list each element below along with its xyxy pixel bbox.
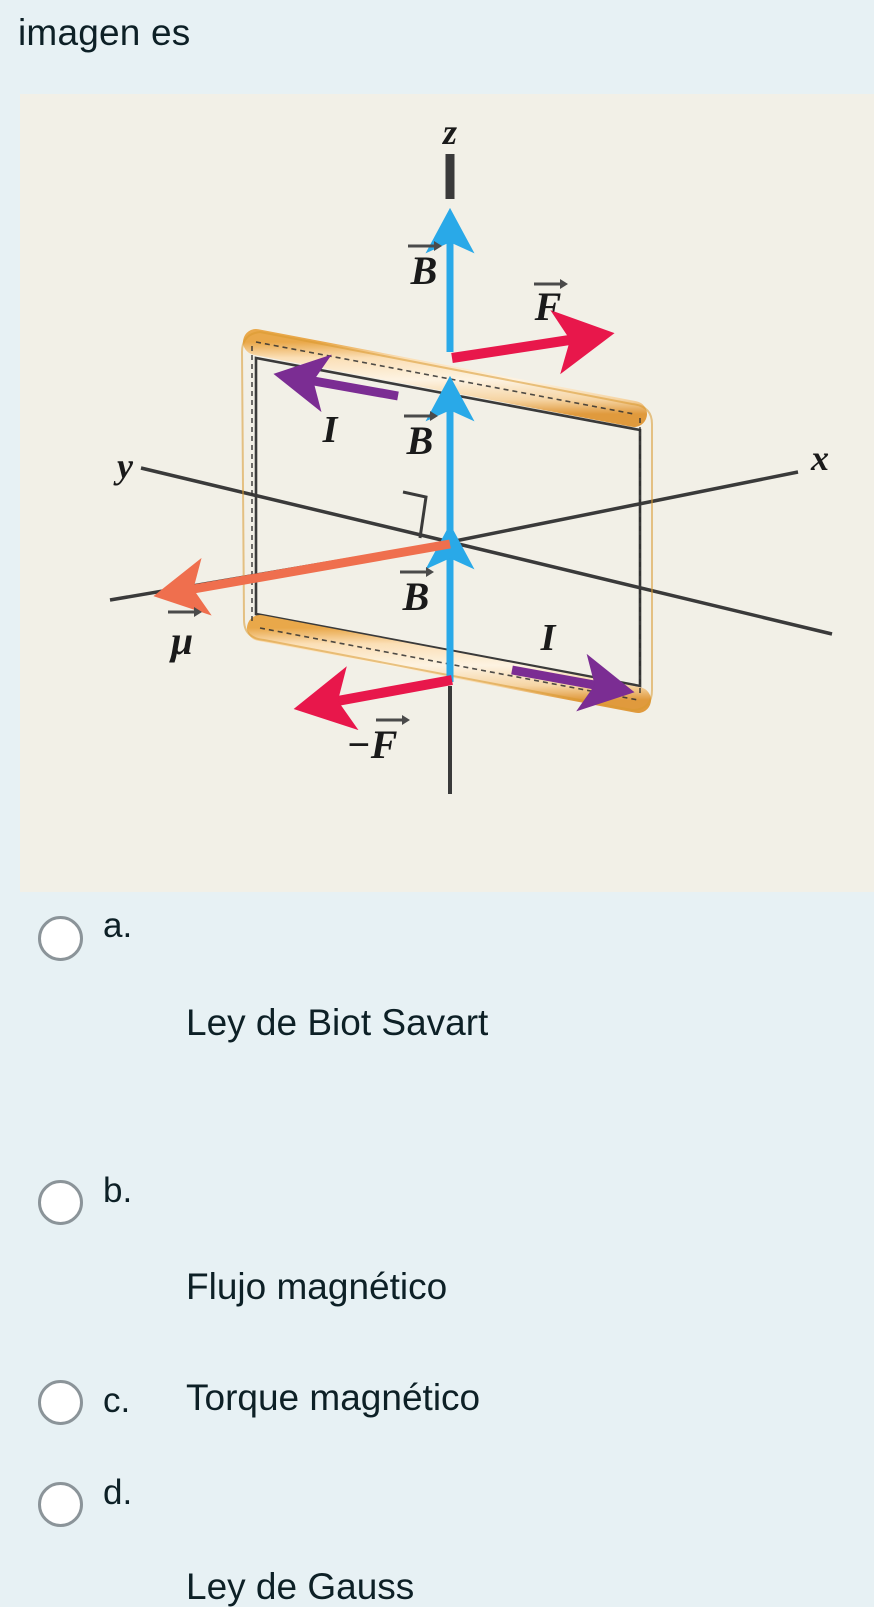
b-bot-vector-head (426, 567, 434, 577)
force-positive-vector-head (560, 279, 568, 289)
b-top-label: B (410, 248, 438, 293)
right-angle-marker (402, 490, 428, 539)
figure-panel: z x y B B B (20, 94, 874, 892)
mu-label-group: μ (168, 607, 202, 663)
y-axis-label: y (113, 446, 134, 486)
y-axis-line (140, 466, 451, 544)
current-top-label: I (322, 409, 339, 451)
force-positive-arrow (451, 310, 615, 375)
option-a-letter: a. (103, 906, 133, 945)
magnetic-torque-diagram: z x y B B B (109, 112, 833, 794)
current-top-arrow (273, 354, 399, 413)
x-axis-line (449, 470, 799, 544)
force-negative-arrow (293, 666, 453, 731)
force-negative-label-group: −F (347, 715, 410, 767)
radio-option-c[interactable] (38, 1380, 83, 1425)
current-bottom-arrow (511, 653, 635, 712)
b-top-label-group: B (408, 241, 442, 293)
current-arrows (273, 354, 635, 712)
force-negative-vector-head (402, 715, 410, 725)
mu-label: μ (169, 618, 193, 663)
option-c-letter: c. (103, 1381, 131, 1420)
force-arrows (293, 310, 615, 731)
b-bot-label: B (402, 574, 430, 619)
x-axis-label: x (810, 438, 829, 478)
option-a-text[interactable]: Ley de Biot Savart (186, 1002, 489, 1043)
force-positive-label-group: F (534, 279, 568, 329)
option-b-text[interactable]: Flujo magnético (186, 1266, 448, 1307)
radio-option-b[interactable] (38, 1180, 83, 1225)
option-d-letter: d. (103, 1473, 133, 1512)
option-c-text[interactable]: Torque magnético (186, 1377, 481, 1418)
b-mid-label: B (406, 418, 434, 463)
current-bottom-label: I (540, 617, 557, 659)
question-stem: imagen es (18, 12, 191, 53)
radio-option-d[interactable] (38, 1482, 83, 1527)
loop-outer-contour (240, 330, 653, 712)
z-axis-label: z (441, 112, 457, 152)
axis-lines (109, 154, 833, 794)
force-negative-label: −F (347, 722, 398, 767)
magnetic-moment-arrow (153, 539, 451, 616)
option-b-letter: b. (103, 1171, 133, 1210)
radio-option-a[interactable] (38, 916, 83, 961)
mu-arrow (153, 539, 451, 616)
b-mid-label-group: B (404, 411, 438, 463)
force-positive-label: F (534, 284, 562, 329)
b-bot-label-group: B (400, 567, 434, 619)
b-mid-vector-head (430, 411, 438, 421)
b-top-vector-head (434, 241, 442, 251)
mu-vector-head (194, 607, 202, 617)
